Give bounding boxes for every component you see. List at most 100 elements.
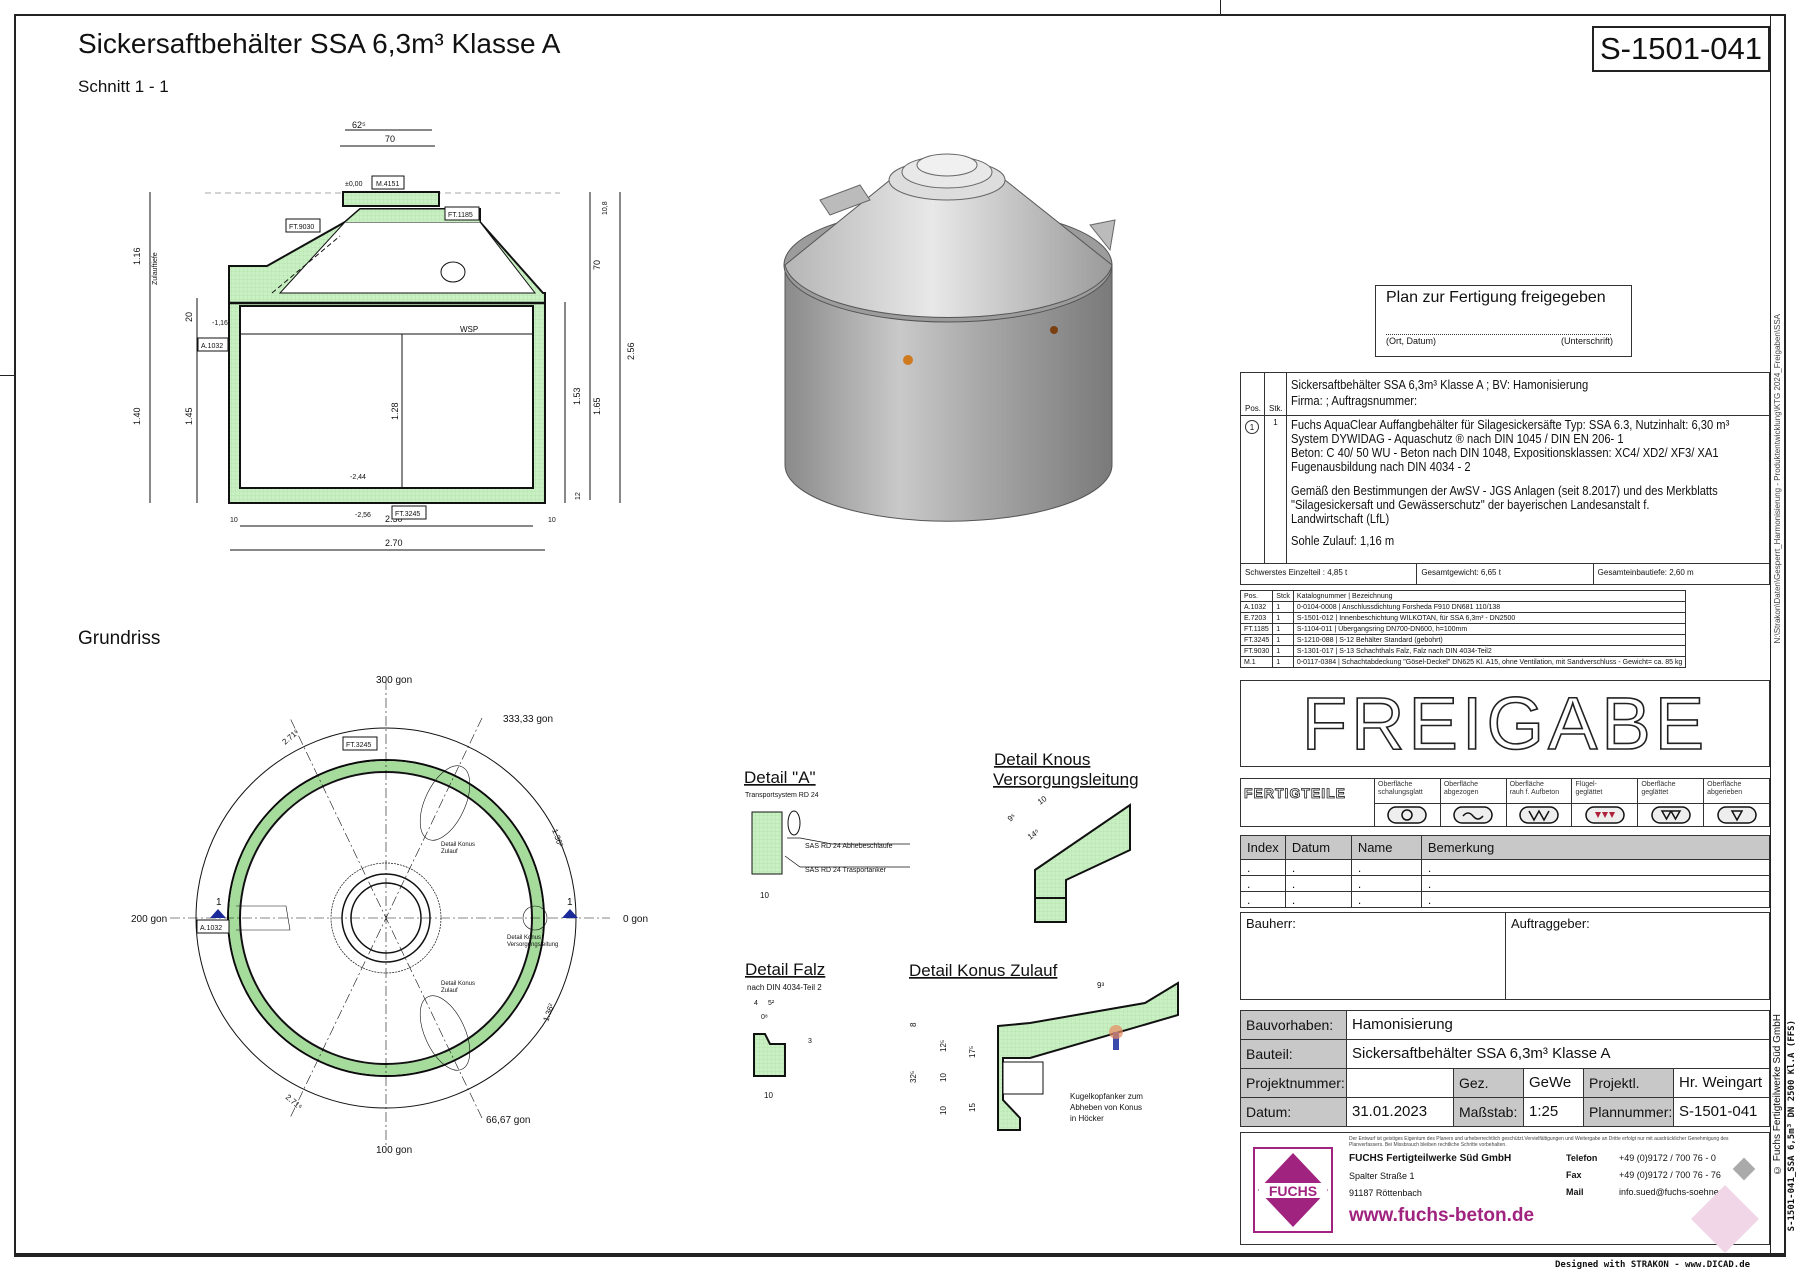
fax-label: Fax bbox=[1566, 1170, 1582, 1180]
dim-label: 32⁵ bbox=[909, 1071, 918, 1083]
surface-caption: Oberfläche bbox=[1641, 781, 1676, 788]
tank-3d-render bbox=[783, 153, 1116, 522]
callout: Detail Konus bbox=[441, 842, 475, 848]
level-label: -1,16 bbox=[212, 320, 228, 327]
angle-label: 300 gon bbox=[376, 675, 412, 686]
title-block: Bauvorhaben:Hamonisierung Bauteil:Sicker… bbox=[1240, 1010, 1770, 1127]
callout: Zulauf bbox=[441, 849, 458, 855]
detail-a-title: Detail "A" bbox=[744, 768, 816, 787]
column-header: Datum bbox=[1284, 835, 1352, 860]
dim-label: 1.36² bbox=[550, 828, 565, 849]
tag-a1032: A.1032 bbox=[200, 925, 222, 932]
plan-number: S-1501-041 bbox=[1592, 26, 1770, 72]
release-signature: (Unterschrift) bbox=[1560, 336, 1613, 346]
fax-value: +49 (0)9172 / 700 76 - 76 bbox=[1619, 1170, 1721, 1180]
drawing-frame bbox=[14, 14, 1786, 1255]
triangle-surface-icon bbox=[1716, 806, 1757, 824]
level-label: -2,44 bbox=[350, 474, 366, 481]
dim-label: 10 bbox=[764, 1091, 773, 1100]
dim-label: 9³ bbox=[1097, 981, 1104, 990]
detail-falz-title: Detail Falz bbox=[745, 960, 825, 979]
field-label: Bauteil: bbox=[1240, 1039, 1347, 1069]
copyright: © Fuchs Fertigteilwerke Süd GmbH bbox=[1772, 1014, 1783, 1176]
red-triangles-surface-icon bbox=[1585, 806, 1625, 824]
surface-caption: Oberfläche bbox=[1707, 781, 1742, 788]
bottom-rule bbox=[14, 1255, 1786, 1257]
dim-label: 8 bbox=[909, 1022, 918, 1027]
dim-label: 5² bbox=[768, 1000, 775, 1007]
table-row: .... bbox=[1240, 875, 1771, 892]
dim-label: Zulauftiefe bbox=[152, 252, 159, 285]
fertigteile-label: FERTIGTEILE bbox=[1244, 785, 1346, 802]
level-label: -2,56 bbox=[355, 512, 371, 519]
dim-label: 2.56 bbox=[626, 342, 636, 360]
dim-label: 20 bbox=[184, 312, 194, 322]
spec-table: Pos.Stk. Sickersaftbehälter SSA 6,3m³ Kl… bbox=[1240, 372, 1770, 585]
anchor-note: Abheben von Konus bbox=[1070, 1103, 1142, 1112]
release-title: Plan zur Fertigung freigegeben bbox=[1386, 289, 1606, 306]
spec-line: System DYWIDAG - Aquaschutz ® nach DIN 1… bbox=[1291, 431, 1624, 446]
field-label: Plannummer: bbox=[1583, 1097, 1674, 1127]
dim-label: 2.71⁶ bbox=[281, 728, 301, 747]
anchor-note: in Höcker bbox=[1070, 1114, 1104, 1123]
field-label: Datum: bbox=[1240, 1097, 1347, 1127]
side-strip: N:\Strakon\Daten\Gesperrt_Harmonisierung… bbox=[1770, 14, 1786, 1255]
tank-interior bbox=[239, 305, 534, 489]
dim-label: 10 bbox=[230, 517, 238, 524]
angle-label: 0 gon bbox=[623, 914, 648, 925]
spec-line: Fugenausbildung nach DIN 4034 - 2 bbox=[1291, 459, 1471, 474]
stk-number: 1 bbox=[1264, 415, 1287, 564]
dim-label: 10 bbox=[1036, 794, 1049, 807]
phone-value: +49 (0)9172 / 700 76 - 0 bbox=[1619, 1153, 1716, 1163]
heaviest-part: Schwerstes Einzelteil : 4,85 t bbox=[1242, 564, 1418, 584]
circle-surface-icon bbox=[1387, 806, 1428, 824]
column-header: Index bbox=[1240, 835, 1286, 860]
dim-label: 1.53 bbox=[572, 387, 582, 405]
callout: Zulauf bbox=[441, 988, 458, 994]
table-row: .... bbox=[1240, 859, 1771, 876]
mail-link[interactable]: info.sued@fuchs-soehne.de bbox=[1619, 1187, 1732, 1197]
dim-label: 17⁵ bbox=[968, 1046, 977, 1058]
dim-label: 15 bbox=[968, 1103, 977, 1112]
bauteil-value: Sickersaftbehälter SSA 6,3m³ Klasse A bbox=[1346, 1039, 1770, 1069]
dim-label: 4 bbox=[754, 1000, 758, 1007]
dim-label: 9⁵ bbox=[1006, 812, 1018, 824]
column-header: Name bbox=[1350, 835, 1422, 860]
dim-label: 0⁸ bbox=[761, 1014, 768, 1021]
dim-label: 1.36² bbox=[541, 1002, 556, 1023]
plannr-value: S-1501-041 bbox=[1673, 1097, 1770, 1127]
projektnr-value bbox=[1346, 1068, 1454, 1098]
fold-mark bbox=[1220, 0, 1221, 14]
company-name: FUCHS Fertigteilwerke Süd GmbH bbox=[1349, 1153, 1512, 1164]
zigzag-surface-icon bbox=[1519, 806, 1559, 824]
spec-para: Gemäß den Bestimmungen der AwSV - JGS An… bbox=[1291, 483, 1718, 498]
floor-plan bbox=[170, 680, 610, 1150]
website-link[interactable]: www.fuchs-beton.de bbox=[1349, 1205, 1535, 1226]
surface-caption: Flügel- bbox=[1575, 781, 1597, 788]
dim-label: 2.70 bbox=[385, 538, 403, 548]
dim-label: 14⁵ bbox=[1026, 827, 1041, 841]
tag-ft1185: FT.1185 bbox=[448, 212, 473, 219]
gez-value: GeWe bbox=[1523, 1068, 1584, 1098]
anchor-note: Kugelkopfanker zum bbox=[1070, 1092, 1143, 1101]
logo-text: FUCHS bbox=[1269, 1183, 1317, 1199]
dim-label: 10,8 bbox=[602, 201, 609, 215]
section-marker: 1 bbox=[567, 897, 573, 908]
spec-para: Landwirtschaft (LfL) bbox=[1291, 511, 1390, 526]
dim-label: 10 bbox=[939, 1073, 948, 1082]
field-label: Projektl. bbox=[1583, 1068, 1674, 1098]
projektl-value: Hr. Weingart bbox=[1673, 1068, 1770, 1098]
column-header: Bemerkung bbox=[1420, 835, 1771, 860]
dim-label: 3 bbox=[808, 1038, 812, 1045]
field-label: Bauvorhaben: bbox=[1240, 1010, 1347, 1040]
spec-para: "Silagesickersaft und Gewässerschutz" de… bbox=[1291, 497, 1650, 512]
fold-mark bbox=[0, 375, 14, 376]
spec-line: Beton: C 40/ 50 WU - Beton nach DIN 1048… bbox=[1291, 445, 1719, 460]
